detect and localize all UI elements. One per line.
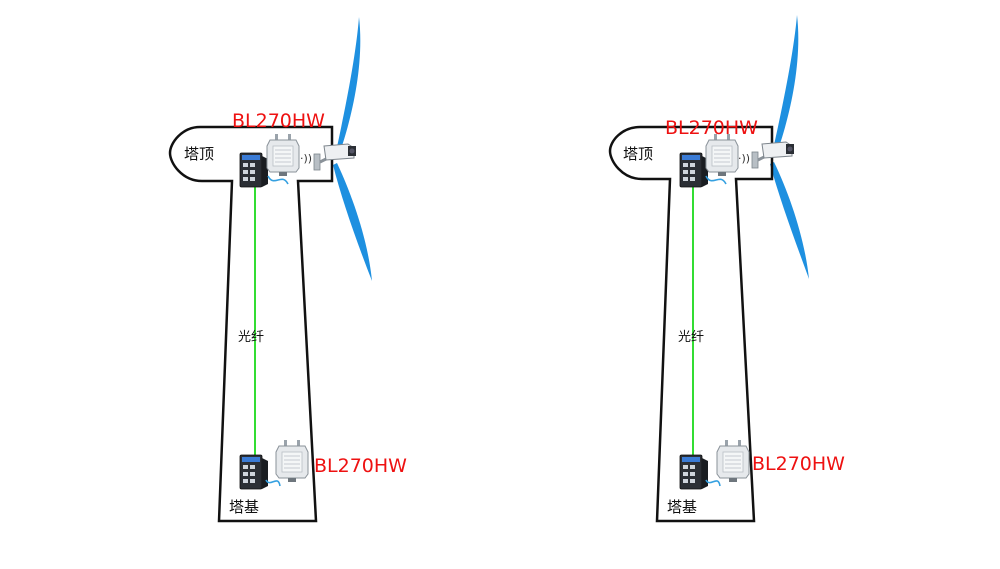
top-device-label-left: BL270HW <box>232 110 325 132</box>
blade-lower-right <box>770 162 809 279</box>
tower-outline-right <box>608 125 774 523</box>
cable-icon-top-right <box>705 175 727 185</box>
ap-icon-top-left <box>266 133 300 177</box>
cable-icon-base-left <box>265 479 281 487</box>
switch-icon-top-right <box>679 152 709 188</box>
turbine-left: ·)) BL270HW BL270HW 塔顶 塔基 光纤 <box>168 17 407 523</box>
turbine-right: ·)) BL270HW BL270HW 塔顶 塔基 光纤 <box>608 15 845 523</box>
ap-icon-base-right <box>716 439 750 483</box>
switch-icon-base-right <box>679 454 709 490</box>
blade-lower-left <box>333 163 372 281</box>
top-device-label-right: BL270HW <box>665 117 758 139</box>
cable-icon-top-left <box>267 175 289 185</box>
ap-icon-base-left <box>275 439 309 483</box>
base-label-right: 塔基 <box>667 498 697 516</box>
tower-outline-left <box>168 125 334 523</box>
switch-icon-base-left <box>239 454 269 490</box>
wireless-icon-right: ·)) <box>738 152 750 165</box>
top-label-left: 塔顶 <box>184 145 214 163</box>
base-device-label-left: BL270HW <box>314 455 407 477</box>
top-label-right: 塔顶 <box>623 145 653 163</box>
blade-upper-left <box>337 17 361 149</box>
cable-icon-base-right <box>705 479 721 487</box>
blade-upper-right <box>774 15 799 147</box>
fiber-label-right: 光纤 <box>678 330 704 345</box>
base-device-label-right: BL270HW <box>752 453 845 475</box>
fiber-label-left: 光纤 <box>238 330 264 345</box>
ap-icon-top-right <box>705 133 739 177</box>
base-label-left: 塔基 <box>229 498 259 516</box>
wireless-icon-left: ·)) <box>300 152 312 165</box>
switch-icon-top-left <box>239 152 269 188</box>
